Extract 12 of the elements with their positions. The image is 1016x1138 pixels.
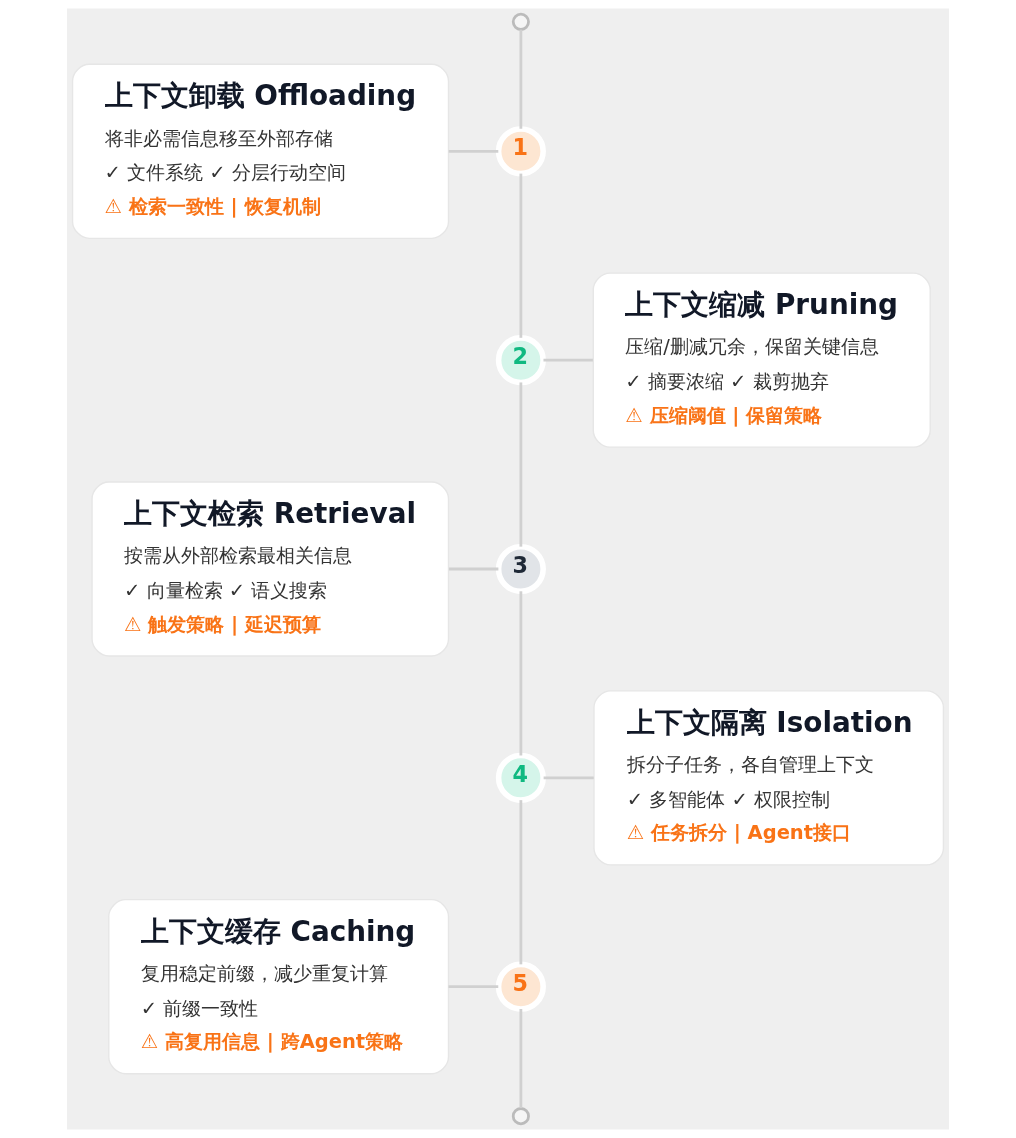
node-circle: 1 (495, 126, 546, 177)
node-box: 上下文缩减 Pruning 压缩/删减冗余，保留关键信息 ✓ 摘要浓缩 ✓ 裁剪抛弃 ⚠ 压缩阈值 | 保留策略 (592, 272, 931, 448)
node-box: 上下文卸载 Offloading 将非必需信息移至外部存储 ✓ 文件系统 ✓ 分层行动空间 ⚠ 检索一致性 | 恢复机制 (71, 63, 450, 240)
node-circle: 4 (495, 752, 546, 803)
node-circle: 3 (495, 543, 546, 595)
node-circle (511, 12, 530, 31)
node-box: 上下文检索 Retrieval 按需从外部检索最相关信息 ✓ 向量检索 ✓ 语义搜索 ⚠ 触发策略 | 延迟预算 (91, 481, 450, 657)
node-circle (511, 1107, 530, 1126)
node-circle: 5 (495, 961, 546, 1012)
node-box: 上下文缓存 Caching 复用稳定前缀，减少重复计算 ✓ 前缀一致性 ⚠ 高复用信息 | 跨Agent策略 (108, 898, 450, 1075)
node-circle: 2 (495, 335, 546, 386)
node-box: 上下文隔离 Isolation 拆分子任务，各自管理上下文 ✓ 多智能体 ✓ 权限控制 ⚠ 任务拆分 | Agent接口 (593, 690, 945, 866)
